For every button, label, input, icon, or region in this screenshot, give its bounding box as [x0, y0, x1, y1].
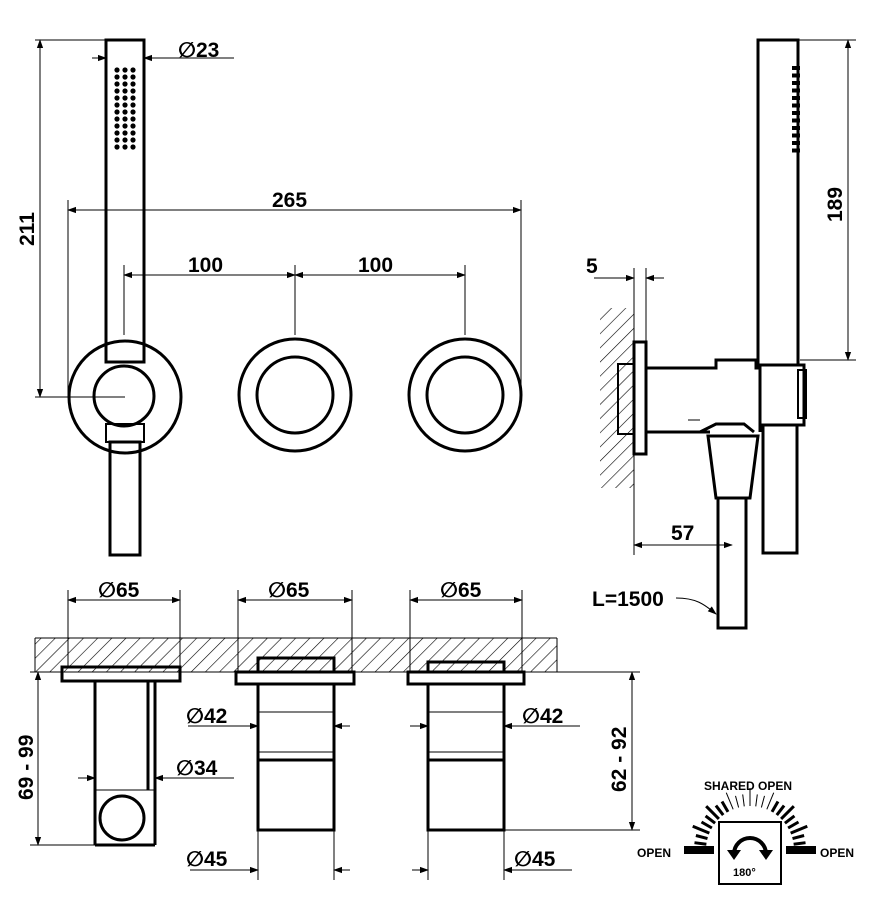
label-open-left: OPEN [637, 846, 671, 860]
right-sleeve [426, 758, 506, 832]
dim-body-1: ∅42 [186, 705, 227, 728]
label-open-right: OPEN [820, 846, 854, 860]
marker-right [786, 846, 816, 854]
rotation-legend: SHARED OPEN OPEN OPEN 180° [637, 779, 854, 885]
dim-handshower-diameter: ∅23 [178, 39, 219, 62]
side-dimensions: 5 189 57 L=1500 [586, 39, 856, 615]
section-dimensions: ∅65 ∅65 ∅65 ∅42 ∅42 ∅34 ∅45 [15, 579, 640, 880]
dim-spacing-left: 100 [188, 254, 223, 277]
dim-hand-length: 189 [824, 187, 847, 222]
front-view [67, 38, 523, 557]
label-shared-open: SHARED OPEN [704, 779, 792, 793]
front-dimensions: ∅23 211 265 100 100 [16, 39, 522, 398]
side-view [600, 38, 807, 630]
right-flange [406, 670, 526, 686]
dim-sleeve-2: ∅45 [514, 848, 556, 871]
dim-overall-width: 265 [272, 189, 307, 212]
hose-connector [98, 794, 146, 842]
dim-hose-length: L=1500 [592, 588, 664, 611]
spray-nozzles [114, 67, 136, 150]
dim-sleeve-1: ∅45 [186, 848, 228, 871]
dim-overall-height: 211 [16, 212, 39, 246]
side-flange [632, 340, 648, 456]
middle-sleeve [256, 758, 336, 832]
holder-arm-top [646, 358, 760, 370]
dim-wall-thickness: 5 [586, 255, 598, 278]
left-flange [60, 665, 182, 683]
knob-middle-inner [255, 355, 335, 435]
side-insert [617, 363, 635, 435]
hose-outlet [108, 440, 142, 557]
label-angle: 180° [733, 867, 756, 879]
handshower-body [104, 38, 146, 364]
hose-cone [706, 434, 760, 500]
knob-middle-outer [237, 337, 353, 453]
knob-right-inner [425, 355, 505, 435]
dim-depth-left: 69 - 99 [15, 735, 38, 800]
side-nozzles [792, 66, 800, 153]
dim-spacing-right: 100 [358, 254, 393, 277]
right-body [426, 682, 506, 762]
dim-projection: 57 [671, 522, 694, 545]
handshower-grip [761, 423, 799, 555]
holder-connector [92, 364, 156, 428]
marker-left [684, 846, 714, 854]
rotate-arrow-icon [732, 836, 768, 855]
arc-ticks [688, 788, 812, 852]
section-view [34, 637, 558, 847]
dim-pipe: ∅34 [176, 757, 218, 780]
dim-flange-1: ∅65 [98, 579, 140, 602]
dim-flange-2: ∅65 [268, 579, 310, 602]
middle-body [256, 682, 336, 762]
hose-section [716, 496, 748, 630]
dim-depth-right: 62 - 92 [608, 727, 631, 792]
knob-icon-frame [718, 821, 782, 885]
dim-flange-3: ∅65 [440, 579, 482, 602]
dim-body-2: ∅42 [522, 705, 563, 728]
middle-flange [234, 670, 356, 686]
